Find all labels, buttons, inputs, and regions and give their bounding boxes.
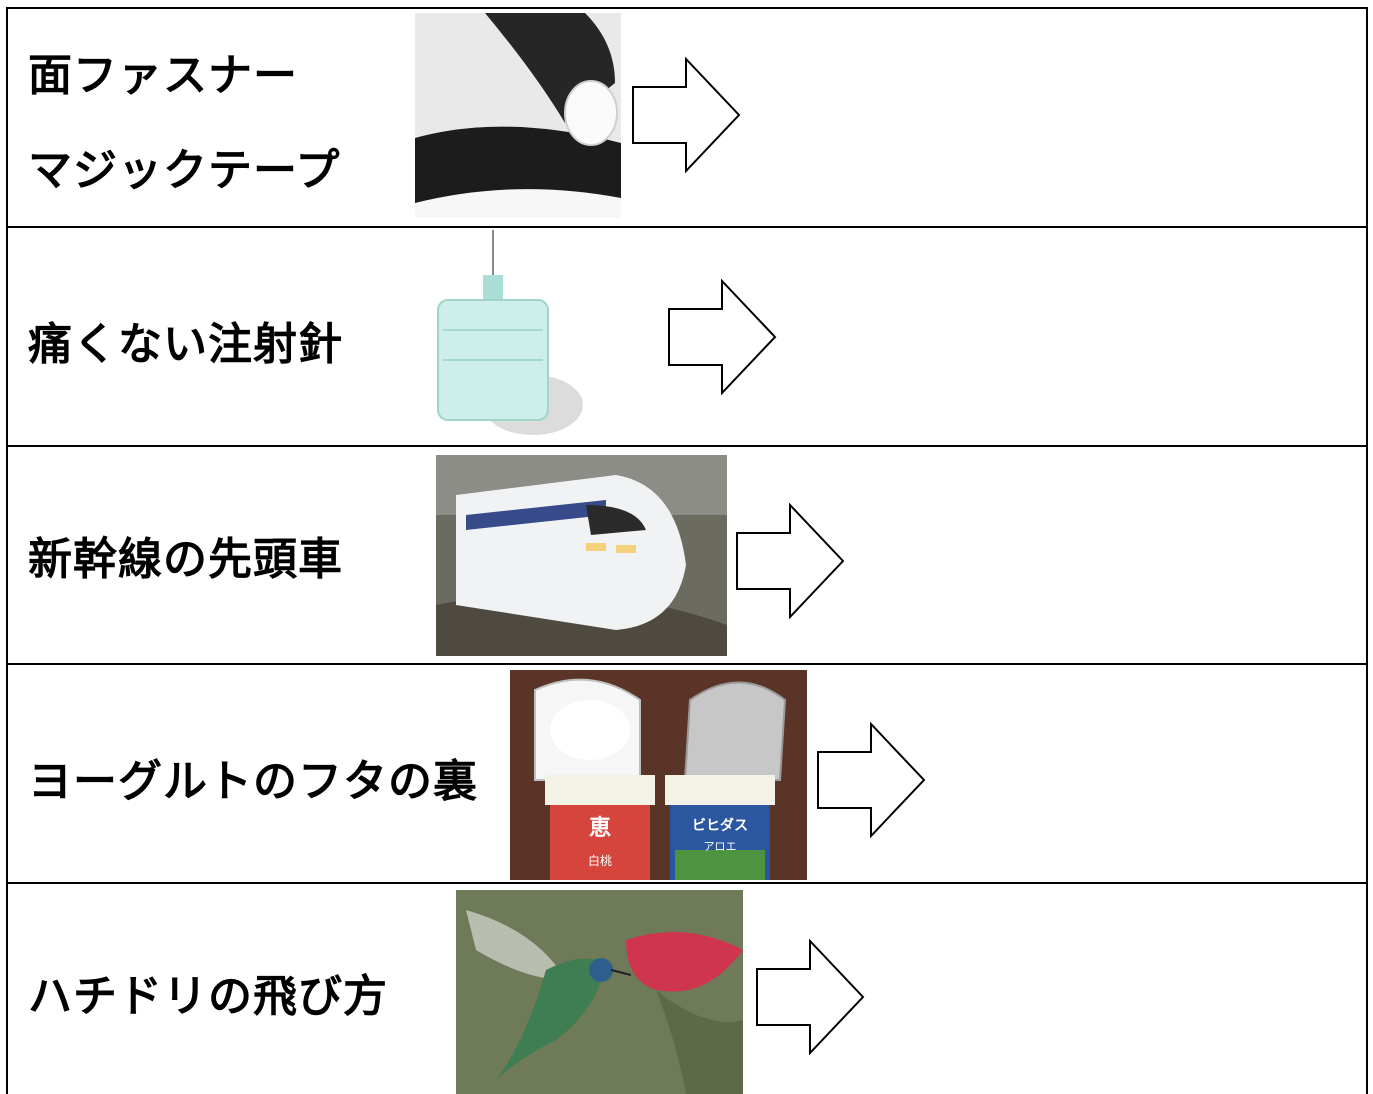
right-outline-arrow-icon (755, 939, 867, 1055)
table-row-velcro: 面ファスナー マジックテープ (6, 7, 1368, 227)
row-label-line-2: マジックテープ (28, 145, 341, 196)
yogurt-flavor-label-1: 白桃 (588, 853, 612, 868)
yogurt-flavor-label-2: アロエ (704, 840, 737, 853)
velcro-photo (415, 13, 621, 218)
right-outline-arrow-icon (735, 503, 847, 619)
table-row-yogurt: ヨーグルトのフタの裏 恵 白桃 ビヒダス アロエ (6, 663, 1368, 883)
yogurt-brand-label-2: ビヒダス (692, 817, 748, 834)
table-row-hummingbird: ハチドリの飛び方 (6, 882, 1368, 1094)
row-label: ヨーグルトのフタの裏 (28, 756, 478, 807)
right-outline-arrow-icon (816, 722, 928, 838)
row-label: 新幹線の先頭車 (28, 534, 343, 585)
yogurt-brand-label-1: 恵 (589, 816, 611, 841)
row-label-line-1: 面ファスナー (28, 50, 298, 101)
table-row-shinkansen: 新幹線の先頭車 (6, 445, 1368, 664)
hummingbird-photo (456, 890, 743, 1094)
table-row-needle: 痛くない注射針 (6, 226, 1368, 446)
needle-photo (433, 230, 593, 442)
shinkansen-photo (436, 455, 727, 656)
yogurt-photo: 恵 白桃 ビヒダス アロエ (510, 670, 807, 880)
right-outline-arrow-icon (631, 57, 743, 173)
right-outline-arrow-icon (667, 279, 779, 395)
row-label: ハチドリの飛び方 (28, 971, 388, 1022)
row-label: 痛くない注射針 (28, 319, 343, 370)
